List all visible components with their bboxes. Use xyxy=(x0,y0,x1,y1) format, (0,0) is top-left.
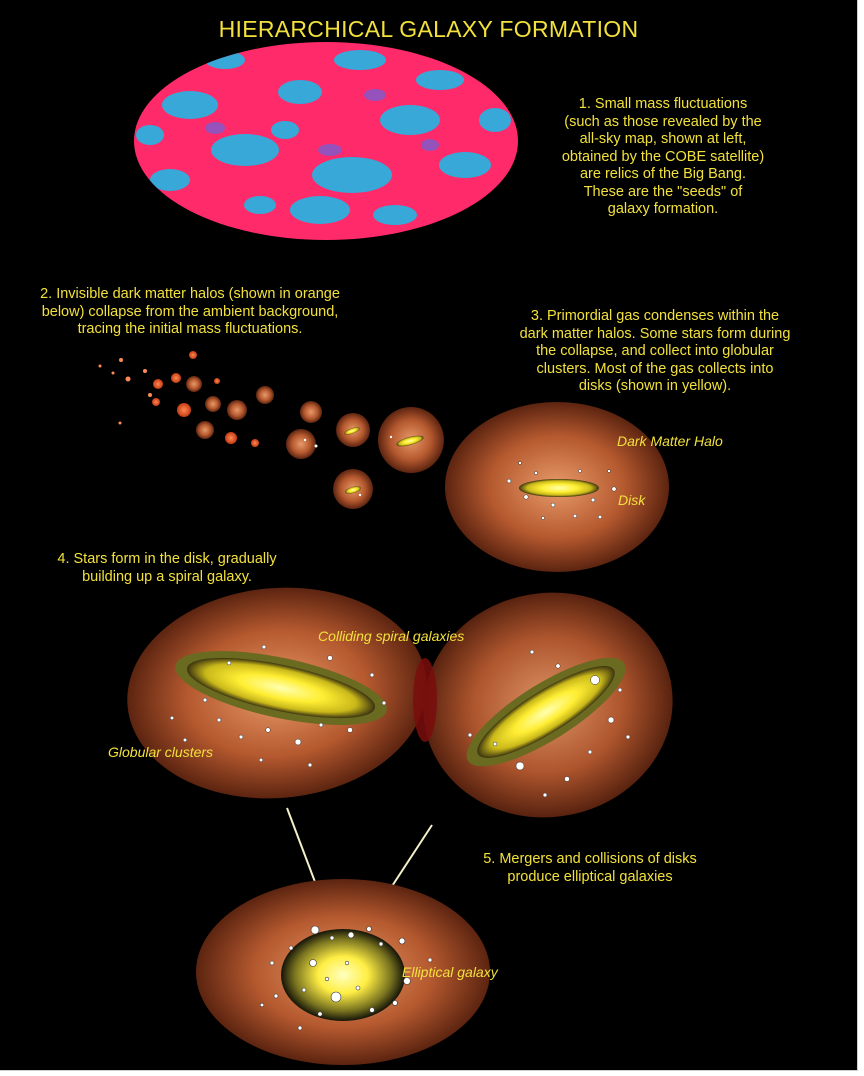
label-disk: Disk xyxy=(618,492,645,508)
label-dark-matter-halo: Dark Matter Halo xyxy=(617,433,723,449)
caption-step-4: 4. Stars form in the disk, gradually bui… xyxy=(2,551,332,586)
caption-step-5: 5. Mergers and collisions of disks produ… xyxy=(440,851,740,886)
caption-step-3: 3. Primordial gas condenses within the d… xyxy=(500,308,810,396)
collapsing-halos xyxy=(99,351,445,509)
caption-step-1: 1. Small mass fluctuations (such as thos… xyxy=(528,96,798,219)
label-colliding-spiral-galaxies: Colliding spiral galaxies xyxy=(318,628,464,644)
label-elliptical-galaxy: Elliptical galaxy xyxy=(402,964,498,980)
label-globular-clusters: Globular clusters xyxy=(108,744,213,760)
caption-step-2: 2. Invisible dark matter halos (shown in… xyxy=(10,286,370,339)
page-title: HIERARCHICAL GALAXY FORMATION xyxy=(0,16,857,43)
cobe-sky-map xyxy=(134,42,518,240)
dark-matter-halo-with-disk xyxy=(445,402,669,572)
colliding-spiral-galaxies xyxy=(118,573,690,837)
